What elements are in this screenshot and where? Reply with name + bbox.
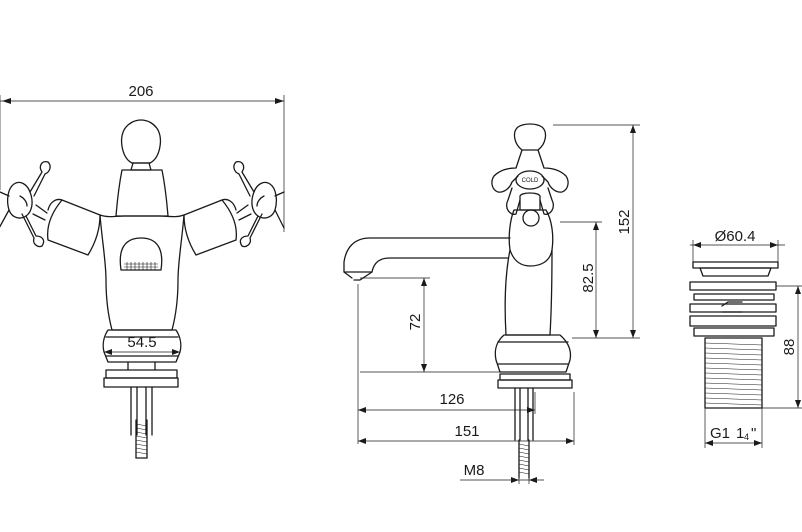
dimension-waste-height-label: 88: [781, 339, 798, 356]
nozzle-aerator: [124, 262, 158, 271]
dimension-spout-height-82-5: 82.5: [560, 221, 602, 338]
side-cross-handle: COLD: [491, 149, 569, 215]
right-cross-handle: [233, 160, 285, 248]
front-threaded-stud: [135, 419, 148, 459]
waste-thread-label-den: 4: [744, 432, 749, 442]
waste-thread-label-main: G1: [710, 425, 730, 442]
dimension-reach-126: 126: [357, 284, 536, 444]
left-cross-handle: [0, 160, 51, 248]
dimension-outlet-height-72: 72: [360, 277, 500, 373]
dimension-thread-m8: M8: [460, 462, 544, 484]
dimension-spout-height-label: 82.5: [580, 263, 597, 292]
dimension-diameter-60-4: Ø60.4: [690, 228, 785, 262]
waste-thread-hatch: [704, 342, 763, 406]
side-view: 152 82.5 COLD: [343, 123, 640, 484]
front-view: 206: [0, 83, 285, 459]
dimension-height-152: 152: [553, 124, 640, 339]
dimension-waste-height-88: 88: [762, 285, 802, 409]
dimension-width-label: 206: [128, 83, 153, 100]
dimension-depth-151: 151: [358, 392, 575, 445]
dimension-diameter-label: Ø60.4: [715, 228, 756, 245]
dimension-base-label: 54.5: [127, 334, 156, 351]
dimension-thread-label: M8: [464, 462, 485, 479]
dimension-reach-label: 126: [439, 391, 464, 408]
dimension-height-label: 152: [616, 209, 633, 234]
cold-badge-text: COLD: [522, 178, 539, 184]
dimension-base-54-5: 54.5: [104, 334, 180, 355]
dimension-waste-thread: G1 1 4 ": [704, 408, 763, 448]
dimension-outlet-height-label: 72: [407, 314, 424, 331]
side-threaded-stud: [518, 439, 530, 479]
waste-thread-label-num: 1: [736, 425, 744, 442]
waste-view: Ø60.4: [689, 228, 802, 448]
waste-thread-label-suffix: ": [751, 425, 756, 442]
dimension-width-206: 206: [0, 83, 285, 232]
dimension-depth-label: 151: [454, 423, 479, 440]
